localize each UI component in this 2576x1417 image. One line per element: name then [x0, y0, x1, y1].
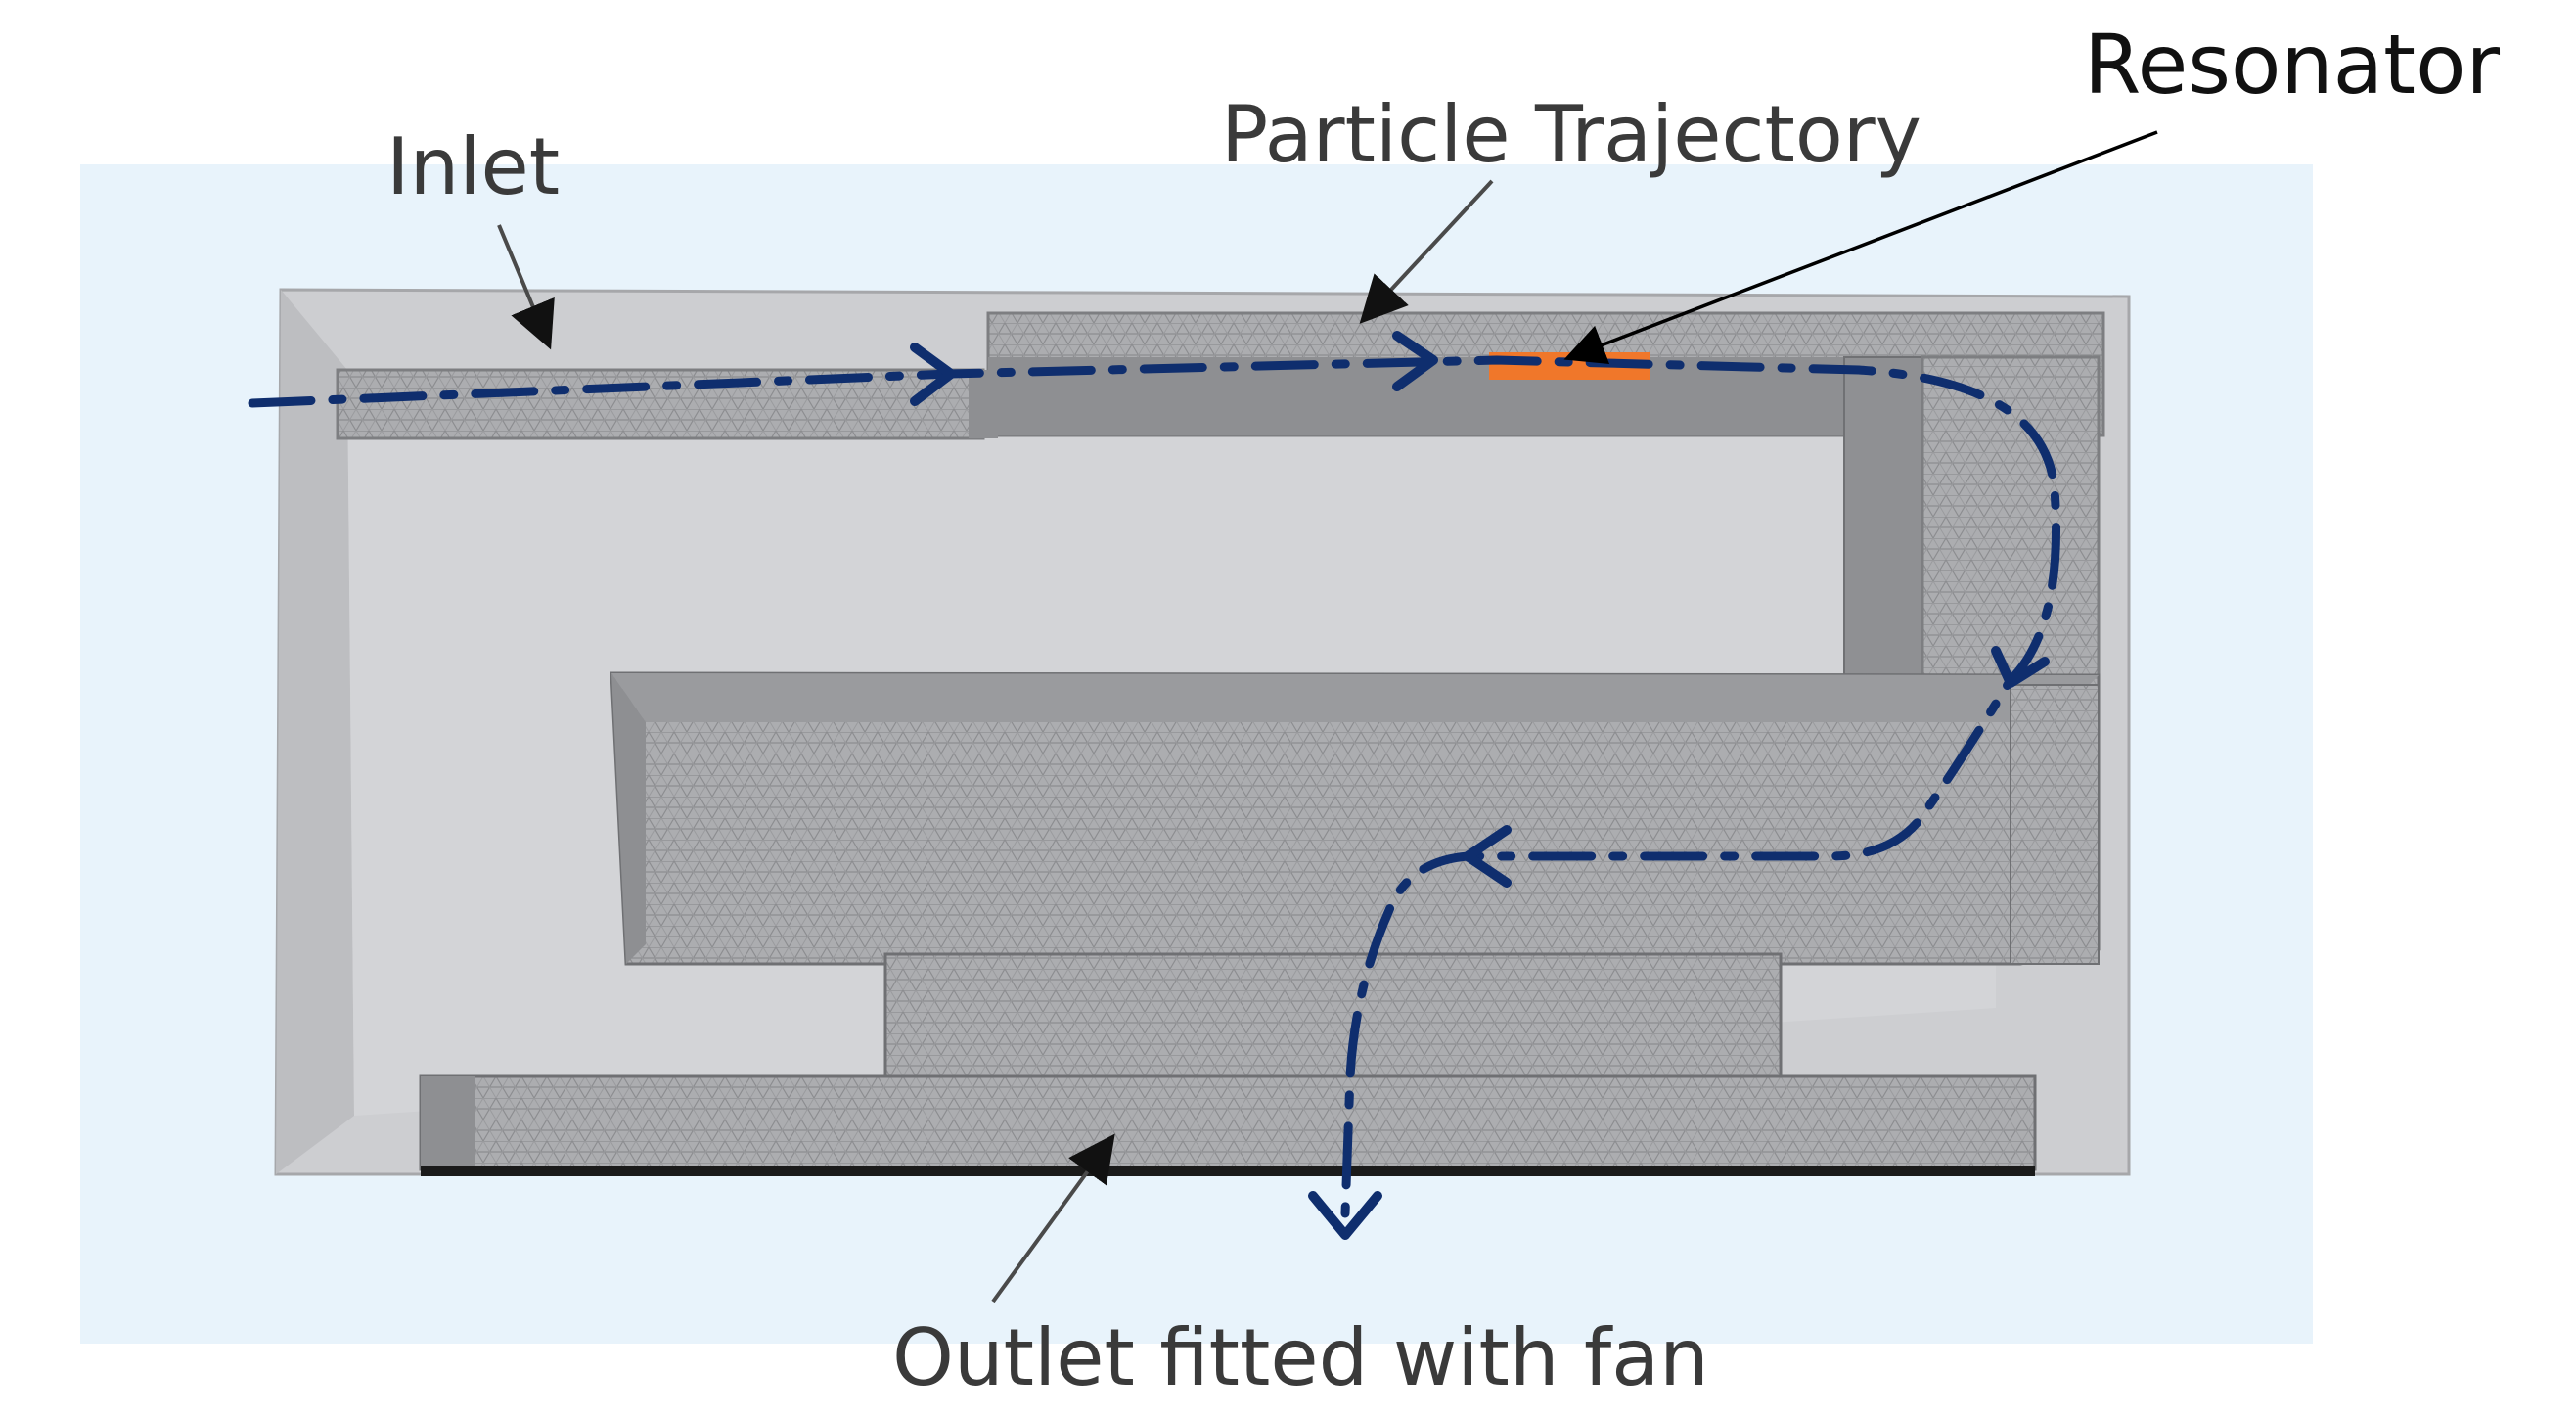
upper-channel: [336, 311, 2105, 682]
arrowhead-icon: [1392, 331, 1438, 391]
lower-neck-block: [883, 952, 1783, 1083]
outlet-label: Outlet fitted with fan: [892, 1312, 1709, 1403]
particle-trajectory-label: Particle Trajectory: [1221, 89, 1921, 180]
outlet-plate: [419, 1074, 2037, 1176]
arrowhead-icon: [1308, 1191, 1382, 1240]
arrowhead-icon: [910, 343, 956, 406]
arrowhead-icon: [1463, 825, 1512, 888]
pointers: [497, 130, 2158, 1303]
particle-trajectory-path: [248, 355, 2061, 1218]
outlet-pointer: [991, 1133, 1115, 1303]
inlet-pointer: [497, 224, 555, 350]
trajectory-arrowheads: [910, 331, 2050, 1240]
inlet-label: Inlet: [386, 121, 560, 212]
particle-trajectory-pointer: [1359, 179, 1494, 324]
resonator-pointer: [1563, 130, 2158, 365]
resonator-label: Resonator: [2084, 17, 2500, 113]
arrowhead-icon: [1991, 646, 2050, 688]
middle-block: [610, 671, 2101, 966]
